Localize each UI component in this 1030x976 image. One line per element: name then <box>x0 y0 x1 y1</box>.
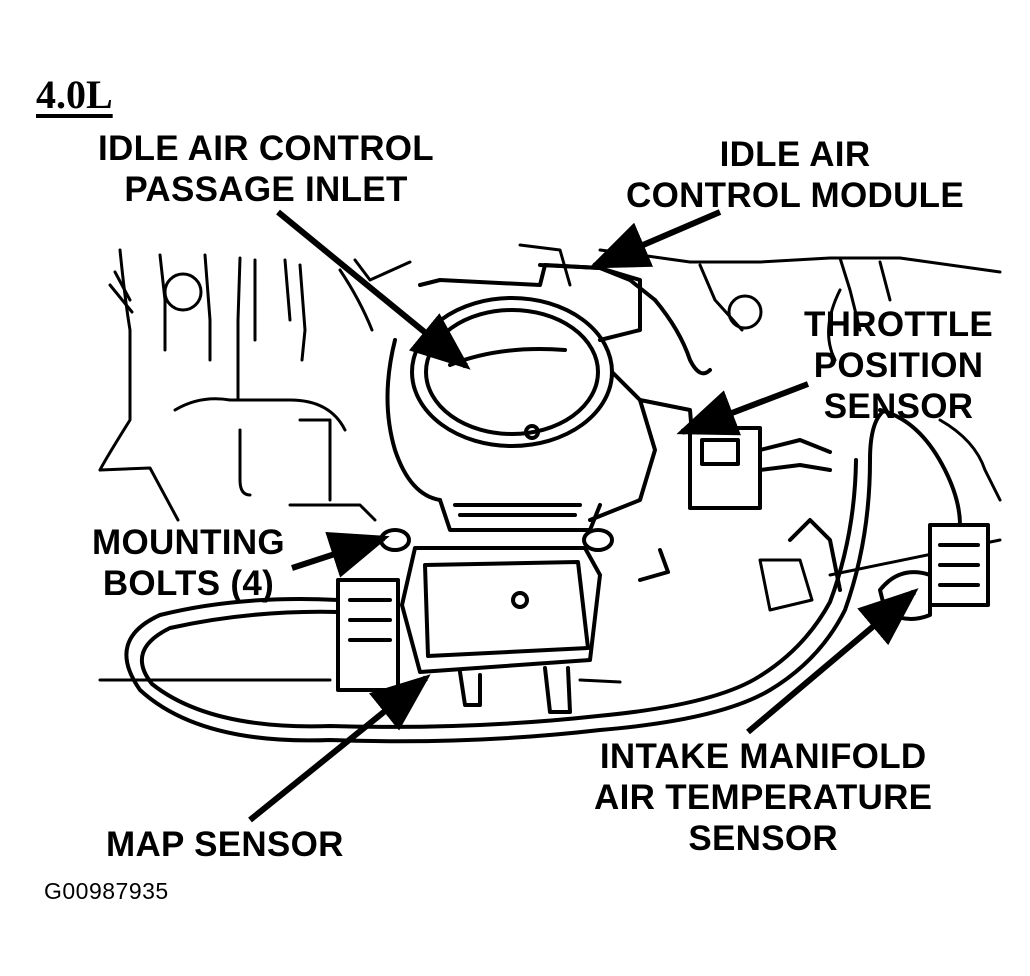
map-sensor <box>336 546 602 714</box>
label-line: IDLE AIR <box>719 135 871 174</box>
figure-id: G00987935 <box>44 878 169 904</box>
callout-arrows <box>248 209 919 823</box>
label-line: POSITION <box>813 346 984 385</box>
label-map-sensor: MAP SENSOR <box>106 824 344 865</box>
label-line: MAP SENSOR <box>106 825 344 864</box>
throttle-body <box>379 263 832 582</box>
label-line: INTAKE MANIFOLD <box>599 737 927 776</box>
label-iac-passage-inlet: IDLE AIR CONTROL PASSAGE INLET <box>98 128 434 210</box>
label-line: CONTROL MODULE <box>626 176 964 215</box>
label-line: IDLE AIR CONTROL <box>98 129 434 168</box>
arrow-iat-sensor <box>746 588 919 735</box>
label-line: PASSAGE INLET <box>124 170 408 209</box>
label-mounting-bolts: MOUNTING BOLTS (4) <box>92 522 285 604</box>
engine-size-label: 4.0L <box>36 72 113 117</box>
label-line: AIR TEMPERATURE <box>594 778 933 817</box>
label-line: MOUNTING <box>92 523 285 562</box>
arrow-iac-passage-inlet <box>276 209 471 370</box>
arrow-mounting-bolts <box>291 531 390 578</box>
arrow-iac-module <box>588 209 722 269</box>
label-iac-module: IDLE AIR CONTROL MODULE <box>626 134 964 216</box>
arrow-map-sensor <box>248 674 431 823</box>
label-line: THROTTLE <box>804 305 994 344</box>
label-iat-sensor: INTAKE MANIFOLD AIR TEMPERATURE SENSOR <box>594 736 932 859</box>
label-tps: THROTTLE POSITION SENSOR <box>804 304 993 427</box>
label-line: SENSOR <box>823 387 974 426</box>
arrow-tps <box>676 381 810 436</box>
label-line: BOLTS (4) <box>102 564 275 603</box>
label-line: SENSOR <box>688 819 838 858</box>
